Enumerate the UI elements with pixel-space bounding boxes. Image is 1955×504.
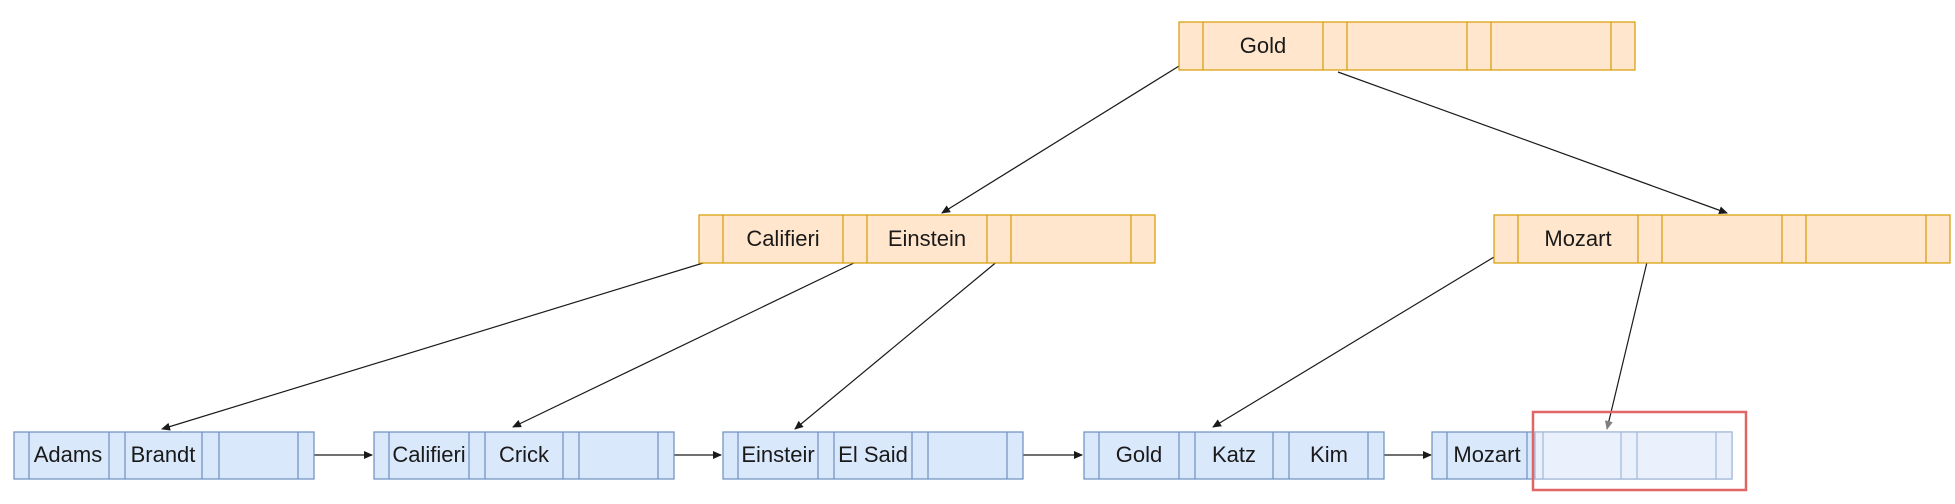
- leaf-4-key-2: Katz: [1212, 442, 1256, 467]
- tree-edges: [161, 57, 1728, 459]
- edge-internal-right-to-leaf-4: [1212, 250, 1505, 428]
- edge-root-to-internal-right: [1337, 71, 1728, 215]
- internal-node-right: [1493, 214, 1951, 264]
- leaf-3-key-2: El Said: [838, 442, 908, 467]
- leaf-2-key-2: Crick: [499, 442, 550, 467]
- leaf-1-key-1: Adams: [34, 442, 102, 467]
- edge-internal-left-to-leaf-3: [794, 259, 1000, 430]
- internal-left-key-1: Califieri: [746, 226, 819, 251]
- leaf-node-3: [722, 431, 1024, 480]
- leaf-2-key-1: Califieri: [392, 442, 465, 467]
- internal-left-key-2: Einstein: [888, 226, 966, 251]
- internal-node-left: [698, 214, 1156, 264]
- root-key-1: Gold: [1240, 33, 1286, 58]
- leaf-4-key-1: Gold: [1116, 442, 1162, 467]
- leaf-node-5: [1431, 431, 1733, 480]
- leaf-node-1: [13, 431, 315, 480]
- leaf-node-4: [1083, 431, 1385, 480]
- edge-internal-left-to-leaf-1: [161, 259, 714, 431]
- leaf-3-key-1: Einsteir: [741, 442, 814, 467]
- selection-highlight: [1531, 410, 1748, 492]
- leaf-5-key-1: Mozart: [1453, 442, 1520, 467]
- edge-root-to-internal-left: [941, 57, 1193, 214]
- leaf-1-key-2: Brandt: [131, 442, 196, 467]
- leaf-node-2: [373, 431, 675, 480]
- edge-internal-right-to-leaf-5: [1604, 257, 1649, 430]
- leaf-4-key-3: Kim: [1310, 442, 1348, 467]
- root-node: [1178, 21, 1636, 71]
- edge-internal-left-to-leaf-2: [512, 261, 857, 428]
- internal-right-key-1: Mozart: [1544, 226, 1611, 251]
